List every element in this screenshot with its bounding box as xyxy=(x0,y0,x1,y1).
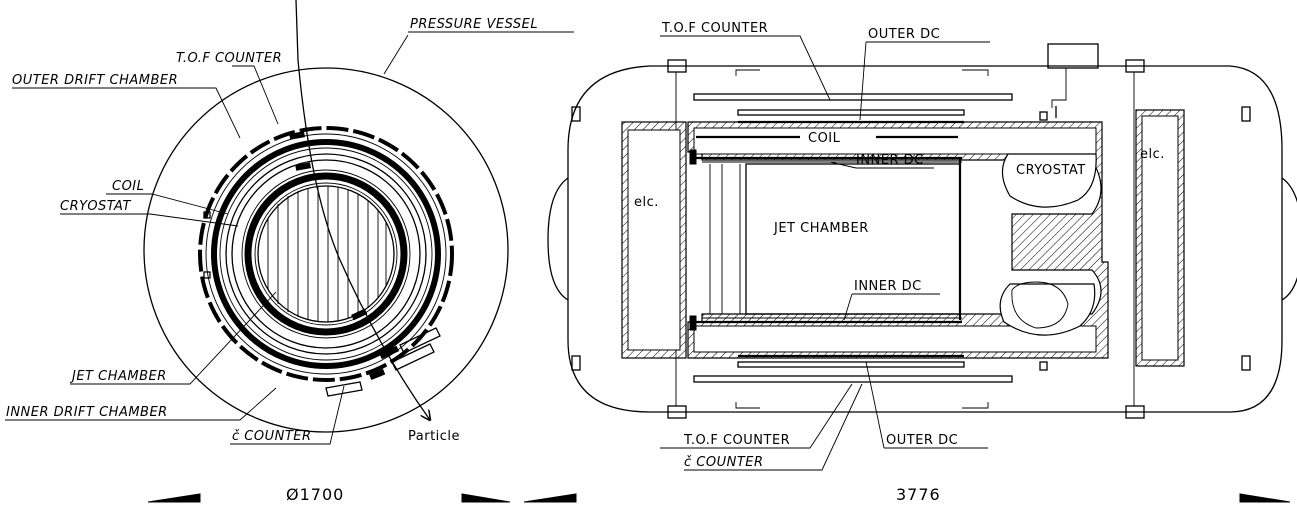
vessel-outline xyxy=(567,65,1283,413)
vessel-bosses xyxy=(571,106,1251,371)
label-cryostat-side: CRYOSTAT xyxy=(1016,163,1086,178)
dimension-diameter: Ø1700 xyxy=(286,485,344,504)
label-outer-drift-chamber: OUTER DRIFT CHAMBER xyxy=(12,73,178,88)
tof-plate-bottom xyxy=(693,375,1013,383)
pressure-vessel-circle xyxy=(143,67,509,433)
label-c-counter-side: č COUNTER xyxy=(684,455,764,470)
label-tof-counter-bottom: T.O.F COUNTER xyxy=(683,433,790,448)
top-port xyxy=(1047,43,1099,69)
label-inner-drift-chamber: INNER DRIFT CHAMBER xyxy=(6,405,168,420)
label-c-counter: č COUNTER xyxy=(232,429,312,444)
label-outer-dc-bottom: OUTER DC xyxy=(886,433,958,448)
coil-ring xyxy=(225,153,427,355)
end-view-leaders xyxy=(5,34,409,445)
end-view-dimension-arrows xyxy=(147,493,511,503)
label-coil: COIL xyxy=(112,179,144,194)
jet-chamber-box xyxy=(745,163,961,315)
label-jet-chamber-side: JET CHAMBER xyxy=(773,221,869,236)
particle-track xyxy=(295,0,430,420)
dimension-length: 3776 xyxy=(896,485,941,504)
label-elc-right: elc. xyxy=(1140,147,1165,162)
label-tof-counter-top: T.O.F COUNTER xyxy=(661,21,768,36)
track-hits xyxy=(289,131,400,381)
outer-drift-chamber-ring xyxy=(211,139,441,369)
jet-chamber-wires xyxy=(267,186,387,322)
label-elc-left: elc. xyxy=(634,195,659,210)
label-particle: Particle xyxy=(408,429,460,444)
cryostat-chamber-top xyxy=(1001,153,1097,208)
inner-drift-chamber-ring xyxy=(244,172,408,336)
tof-plate-top xyxy=(693,93,1013,101)
side-view: T.O.F COUNTER OUTER DC COIL CRYOSTAT elc… xyxy=(523,21,1297,504)
tof-ring xyxy=(198,126,454,382)
label-tof-counter: T.O.F COUNTER xyxy=(176,51,282,66)
label-pressure-vessel: PRESSURE VESSEL xyxy=(410,17,538,32)
label-inner-dc-top: INNER DC xyxy=(856,153,924,168)
side-view-leaders xyxy=(660,35,990,471)
tof-ring-inner xyxy=(205,133,447,375)
c-counter-segments xyxy=(203,211,441,397)
label-jet-chamber: JET CHAMBER xyxy=(69,369,167,384)
label-coil-side: COIL xyxy=(808,131,841,146)
label-cryostat: CRYOSTAT xyxy=(60,199,132,214)
cryostat-ring xyxy=(231,159,421,349)
label-inner-dc-bottom: INNER DC xyxy=(854,279,922,294)
side-view-dimension-arrows xyxy=(523,493,1291,503)
label-outer-dc-top: OUTER DC xyxy=(868,27,940,42)
flange-studs xyxy=(667,59,1145,419)
end-view: PRESSURE VESSEL T.O.F COUNTER OUTER DRIF… xyxy=(5,0,574,504)
